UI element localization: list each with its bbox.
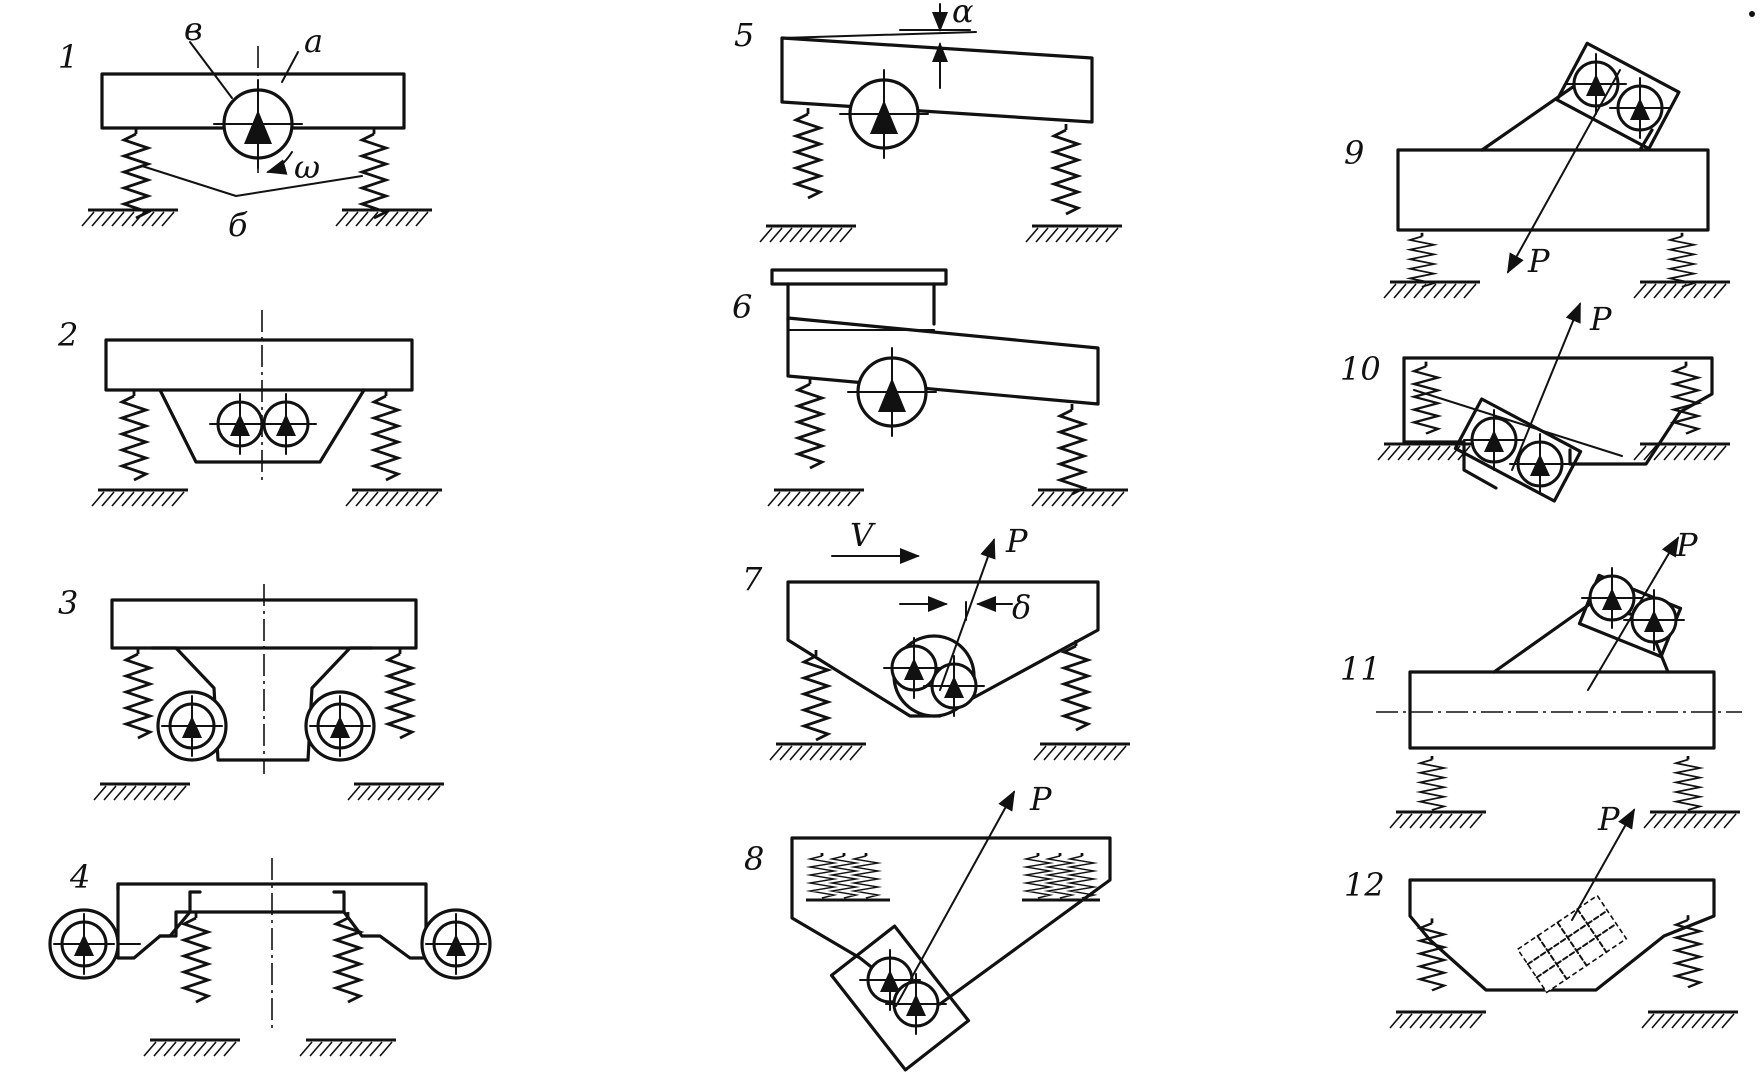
speck	[1749, 11, 1755, 17]
diagram-number: 8	[744, 840, 764, 878]
diagram-11: 11 P	[1340, 526, 1742, 830]
letter-v: в	[184, 10, 203, 48]
diagram-2: 2	[57, 310, 444, 508]
diagram-1: 1 в a ω б	[58, 10, 434, 244]
letter-V: V	[850, 516, 876, 554]
diagram-number: 11	[1340, 650, 1381, 688]
letter-P: P	[1527, 242, 1550, 280]
letter-omega: ω	[294, 148, 320, 186]
diagram-number: 4	[69, 858, 90, 896]
diagram-number: 3	[58, 584, 78, 622]
diagram-5: 5 α	[734, 0, 1124, 244]
letter-alpha: α	[952, 0, 974, 30]
diagram-3: 3	[58, 584, 446, 802]
diagram-10: 10 P	[1340, 300, 1732, 503]
letter-P: P	[1005, 522, 1028, 560]
diagram-number: 7	[742, 560, 763, 598]
diagram-number: 10	[1340, 350, 1381, 388]
diagram-number: 12	[1344, 866, 1385, 904]
diagram-6: 6	[732, 268, 1130, 508]
vibrator-pack	[1516, 894, 1628, 994]
diagram-8: 8 P	[744, 780, 1112, 1072]
diagram-number: 6	[732, 288, 752, 326]
diagram-4: 4	[48, 858, 492, 1058]
diagram-number: 2	[57, 316, 78, 354]
letter-delta: δ	[1012, 588, 1031, 626]
diagram-7: 7 V P δ	[742, 516, 1132, 762]
letter-b: б	[228, 206, 248, 244]
diagram-12: 12 P	[1344, 800, 1740, 1030]
diagram-number: 9	[1344, 134, 1364, 172]
letter-a: a	[304, 22, 323, 60]
letter-P: P	[1675, 526, 1698, 564]
letter-P: P	[1597, 800, 1620, 838]
letter-P: P	[1589, 300, 1612, 338]
diagram-number: 5	[734, 16, 754, 54]
letter-P: P	[1029, 780, 1052, 818]
diagram-9: 9 P	[1344, 41, 1732, 300]
diagram-number: 1	[58, 38, 78, 76]
